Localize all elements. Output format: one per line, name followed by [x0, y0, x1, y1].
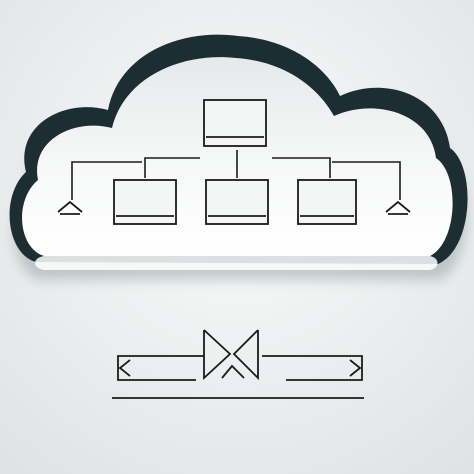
tree-connectors: [71, 150, 401, 200]
bidirectional-transfer-arrows-icon: [112, 329, 364, 399]
monitor-icon: [203, 99, 267, 147]
monitor-icon: [205, 179, 269, 225]
node-root: [203, 99, 267, 147]
node-child-left: [113, 179, 177, 225]
cloud-rim-highlight: [35, 256, 438, 270]
monitor-icon: [297, 179, 357, 225]
node-child-right: [297, 179, 357, 225]
monitor-icon: [113, 179, 177, 225]
branch-far-left: [71, 161, 142, 200]
chevron-up-icon: [385, 200, 411, 215]
branch-right: [272, 157, 331, 178]
chevron-up-icon: [57, 200, 83, 215]
node-child-center: [205, 179, 269, 225]
branch-far-right: [332, 161, 401, 200]
branch-left: [144, 157, 200, 178]
